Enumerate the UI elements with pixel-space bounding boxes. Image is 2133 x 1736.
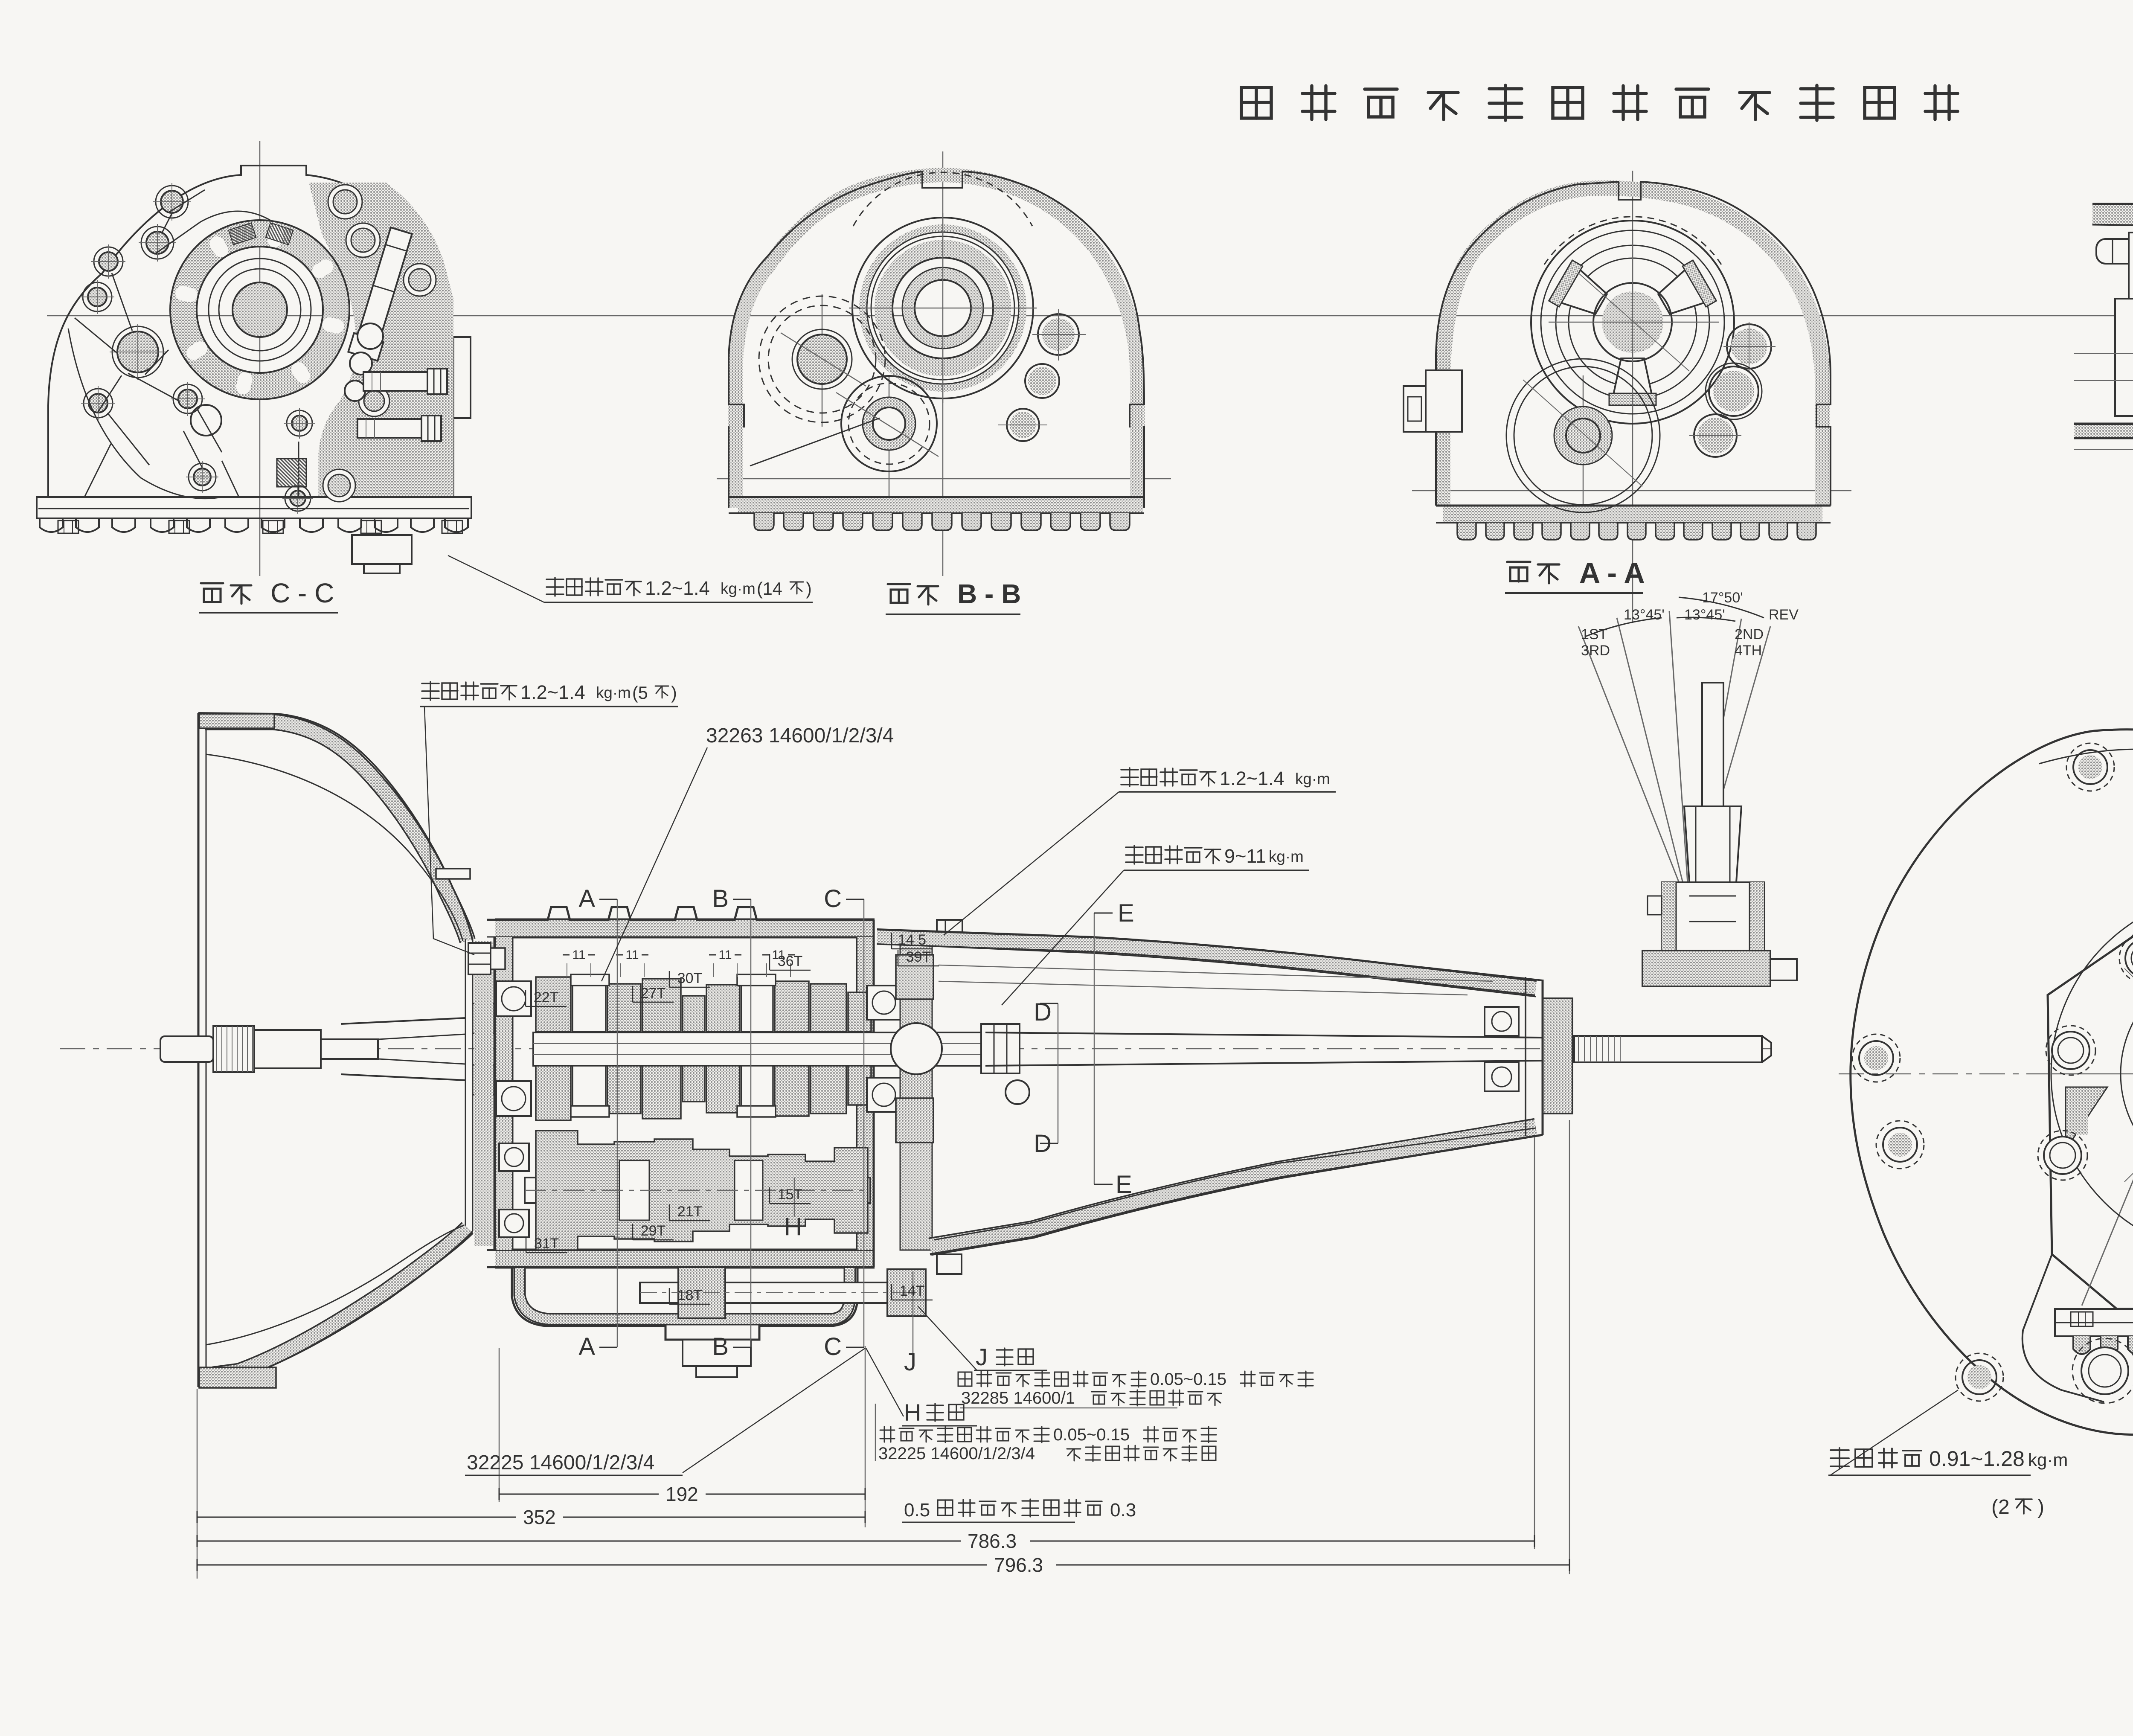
svg-text:(5: (5 — [632, 683, 648, 703]
svg-text:D: D — [1034, 1130, 1052, 1157]
svg-text:39T: 39T — [906, 949, 931, 965]
svg-text:32225 14600/1/2/3/4: 32225 14600/1/2/3/4 — [878, 1444, 1035, 1463]
svg-text:2ND: 2ND — [1735, 626, 1764, 643]
svg-text:B: B — [712, 1333, 729, 1361]
svg-text:9~11: 9~11 — [1224, 845, 1266, 867]
svg-text:21T: 21T — [677, 1204, 703, 1220]
svg-text:31T: 31T — [534, 1236, 559, 1252]
svg-text:32285 14600/1: 32285 14600/1 — [961, 1389, 1075, 1407]
svg-text:13°45': 13°45' — [1624, 607, 1665, 623]
svg-text:11: 11 — [572, 948, 585, 962]
svg-text:192: 192 — [665, 1483, 698, 1505]
svg-text:11: 11 — [625, 948, 639, 962]
svg-text:D: D — [1034, 998, 1052, 1026]
svg-text:18T: 18T — [677, 1287, 703, 1303]
svg-text:): ) — [2037, 1496, 2044, 1518]
svg-text:B - B: B - B — [957, 579, 1021, 609]
svg-text:B: B — [712, 885, 729, 913]
svg-text:0.05~0.15: 0.05~0.15 — [1053, 1425, 1130, 1444]
svg-text:C: C — [824, 885, 842, 913]
svg-text:14T: 14T — [900, 1283, 925, 1299]
svg-text:E: E — [1118, 899, 1134, 927]
svg-text:0.05~0.15: 0.05~0.15 — [1150, 1370, 1226, 1389]
svg-text:352: 352 — [523, 1506, 556, 1528]
svg-text:kg·m: kg·m — [721, 580, 756, 597]
svg-text:32263 14600/1/2/3/4: 32263 14600/1/2/3/4 — [706, 724, 894, 747]
svg-text:kg·m: kg·m — [1269, 848, 1304, 865]
svg-text:J: J — [976, 1343, 988, 1370]
svg-text:17°50': 17°50' — [1702, 590, 1743, 606]
svg-text:C - C: C - C — [270, 578, 334, 608]
svg-text:A: A — [578, 885, 595, 913]
svg-text:H: H — [904, 1399, 921, 1426]
svg-text:0.3: 0.3 — [1110, 1500, 1136, 1521]
svg-text:1.2~1.4: 1.2~1.4 — [1220, 768, 1284, 789]
svg-text:kg·m: kg·m — [596, 684, 631, 701]
svg-text:0.5: 0.5 — [904, 1500, 930, 1521]
svg-text:796.3: 796.3 — [994, 1554, 1043, 1576]
svg-text:786.3: 786.3 — [968, 1530, 1017, 1552]
svg-text:): ) — [671, 683, 677, 703]
svg-text:A - A: A - A — [1579, 557, 1645, 589]
svg-text:27T: 27T — [641, 985, 666, 1001]
svg-text:29T: 29T — [641, 1223, 666, 1239]
svg-text:1ST: 1ST — [1581, 626, 1607, 643]
svg-text:): ) — [806, 579, 812, 599]
svg-text:36T: 36T — [778, 953, 803, 969]
svg-text:11: 11 — [772, 948, 785, 962]
svg-text:E: E — [1116, 1171, 1132, 1198]
svg-text:kg·m: kg·m — [2028, 1450, 2068, 1470]
svg-text:C: C — [824, 1333, 842, 1361]
svg-text:1.2~1.4: 1.2~1.4 — [520, 681, 585, 703]
svg-text:4TH: 4TH — [1735, 643, 1762, 659]
svg-text:22T: 22T — [534, 989, 559, 1006]
svg-text:30T: 30T — [677, 970, 703, 986]
svg-text:REV: REV — [1769, 607, 1799, 623]
svg-text:A: A — [578, 1333, 595, 1361]
svg-text:11: 11 — [718, 948, 732, 962]
svg-text:(14: (14 — [757, 579, 782, 599]
svg-text:H: H — [784, 1213, 802, 1241]
svg-text:32225 14600/1/2/3/4: 32225 14600/1/2/3/4 — [467, 1451, 654, 1474]
svg-text:J: J — [904, 1348, 916, 1376]
svg-text:15T: 15T — [778, 1186, 803, 1203]
svg-text:kg·m: kg·m — [1295, 770, 1330, 788]
svg-text:3RD: 3RD — [1581, 643, 1610, 659]
svg-text:1.2~1.4: 1.2~1.4 — [645, 577, 710, 599]
svg-text:(2: (2 — [1991, 1496, 2010, 1518]
svg-text:0.91~1.28: 0.91~1.28 — [1929, 1447, 2025, 1471]
svg-text:14 5: 14 5 — [898, 932, 926, 948]
svg-text:13°45': 13°45' — [1684, 607, 1725, 623]
